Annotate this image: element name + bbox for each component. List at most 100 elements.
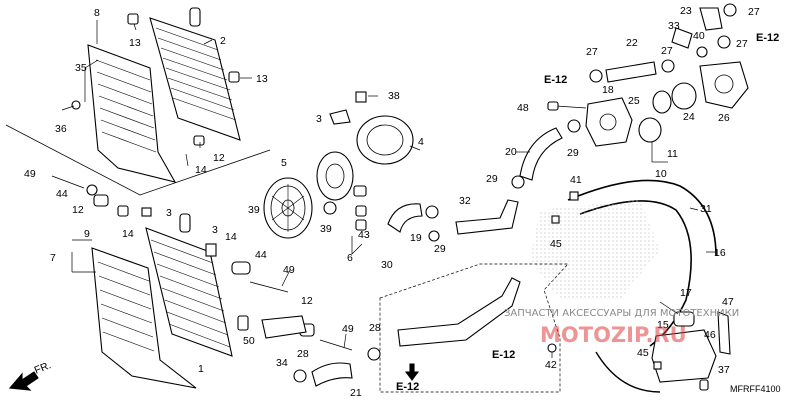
label-9: 9 <box>84 228 90 240</box>
section-refs: E-12 E-12 E-12 E-12 <box>396 32 779 393</box>
inset-border <box>5 124 271 196</box>
label-27b: 27 <box>586 46 598 58</box>
label-14a: 14 <box>195 164 207 176</box>
label-33: 33 <box>668 20 680 32</box>
radiator-lower-shroud <box>91 247 197 389</box>
label-44a: 44 <box>56 188 68 200</box>
bracket-3b <box>205 243 217 257</box>
collar-12b <box>93 194 109 207</box>
label-38: 38 <box>388 90 400 102</box>
label-3c: 3 <box>316 113 322 125</box>
reserve-tank <box>651 329 717 383</box>
washer-44b <box>231 261 251 275</box>
clip-3 <box>141 207 152 217</box>
label-28b: 28 <box>369 322 381 334</box>
label-12c: 12 <box>301 295 313 307</box>
washer-44a <box>86 184 98 196</box>
grommet-14 <box>117 205 129 217</box>
clamp-27b <box>589 69 603 83</box>
label-10: 10 <box>655 168 667 180</box>
grommet-13a <box>127 13 139 25</box>
seal-24 <box>671 82 697 110</box>
label-27c: 27 <box>661 45 673 57</box>
label-3b: 3 <box>212 224 218 236</box>
hose-19 <box>387 203 423 233</box>
water-pipe <box>397 277 521 347</box>
clamp-29d <box>567 119 581 133</box>
label-37: 37 <box>718 364 730 376</box>
e12-arrow-icon <box>404 363 420 381</box>
label-25: 25 <box>628 95 640 107</box>
clamp-27a <box>723 3 737 17</box>
label-26: 26 <box>718 112 730 124</box>
label-49a: 49 <box>24 168 36 180</box>
label-41: 41 <box>570 174 582 186</box>
frame-hatch <box>530 200 660 300</box>
label-29b: 29 <box>486 173 498 185</box>
label-14b: 14 <box>122 228 134 240</box>
tank-cap-17 <box>673 311 695 327</box>
radiator-upper-shroud <box>87 44 177 183</box>
part-labels: 8 13 2 13 35 36 12 14 49 44 12 14 3 9 7 … <box>24 5 760 399</box>
pipe-32 <box>455 199 519 235</box>
label-6: 6 <box>347 252 353 264</box>
hose-31 <box>567 179 717 257</box>
label-21: 21 <box>350 387 362 399</box>
label-15: 15 <box>657 319 669 331</box>
label-13a: 13 <box>129 37 141 49</box>
cap-11 <box>638 117 662 143</box>
bolt-37 <box>699 379 709 391</box>
clamp-28 <box>293 369 307 383</box>
hose-21 <box>311 362 353 387</box>
label-40: 40 <box>693 30 705 42</box>
clip-45b <box>653 361 662 370</box>
diagram-code: MFRFF4100 <box>730 384 781 394</box>
clamp-29b <box>428 230 440 242</box>
label-48: 48 <box>517 102 529 114</box>
label-12a: 12 <box>213 152 225 164</box>
fan-motor-assembly <box>263 151 367 239</box>
collar-12a <box>193 135 205 146</box>
clip-41 <box>569 191 579 201</box>
stay-34 <box>261 315 307 339</box>
ref-e12-left: E-12 <box>544 74 567 86</box>
radiator-upper <box>149 7 241 141</box>
grommet-13b <box>228 71 240 83</box>
oring-40 <box>696 46 708 58</box>
label-39b: 39 <box>320 223 332 235</box>
label-49b: 49 <box>283 264 295 276</box>
label-27d: 27 <box>736 38 748 50</box>
label-22: 22 <box>626 37 638 49</box>
watermark-line2: MOTOZIP.RU <box>540 323 687 347</box>
hose-20 <box>519 127 563 181</box>
watermark-line1: ЗАПЧАСТИ АКСЕССУАРЫ ДЛЯ МОТОТЕХНИКИ <box>504 308 739 319</box>
label-36: 36 <box>55 123 67 135</box>
hose-23 <box>699 7 723 31</box>
clamp-27d <box>717 35 731 49</box>
label-17: 17 <box>680 287 692 299</box>
ref-e12-mid: E-12 <box>492 349 515 361</box>
label-43: 43 <box>358 229 370 241</box>
frame-ghost-outline <box>379 263 569 393</box>
label-1: 1 <box>198 363 204 375</box>
hose-47 <box>717 311 731 355</box>
collar-50 <box>237 315 249 331</box>
label-23: 23 <box>680 5 692 17</box>
sensor-33 <box>671 27 693 49</box>
label-20: 20 <box>505 146 517 158</box>
label-19: 19 <box>410 232 422 244</box>
label-46: 46 <box>704 329 716 341</box>
label-28a: 28 <box>297 348 309 360</box>
label-29c: 29 <box>567 147 579 159</box>
fan-shroud <box>329 91 414 165</box>
label-47: 47 <box>722 296 734 308</box>
front-arrow-icon <box>8 371 39 391</box>
label-13b: 13 <box>256 73 268 85</box>
label-50: 50 <box>243 335 255 347</box>
clamp-29c <box>511 175 525 189</box>
label-3a: 3 <box>166 207 172 219</box>
label-24: 24 <box>683 111 695 123</box>
clamp-29a <box>425 205 439 219</box>
label-5: 5 <box>281 157 287 169</box>
